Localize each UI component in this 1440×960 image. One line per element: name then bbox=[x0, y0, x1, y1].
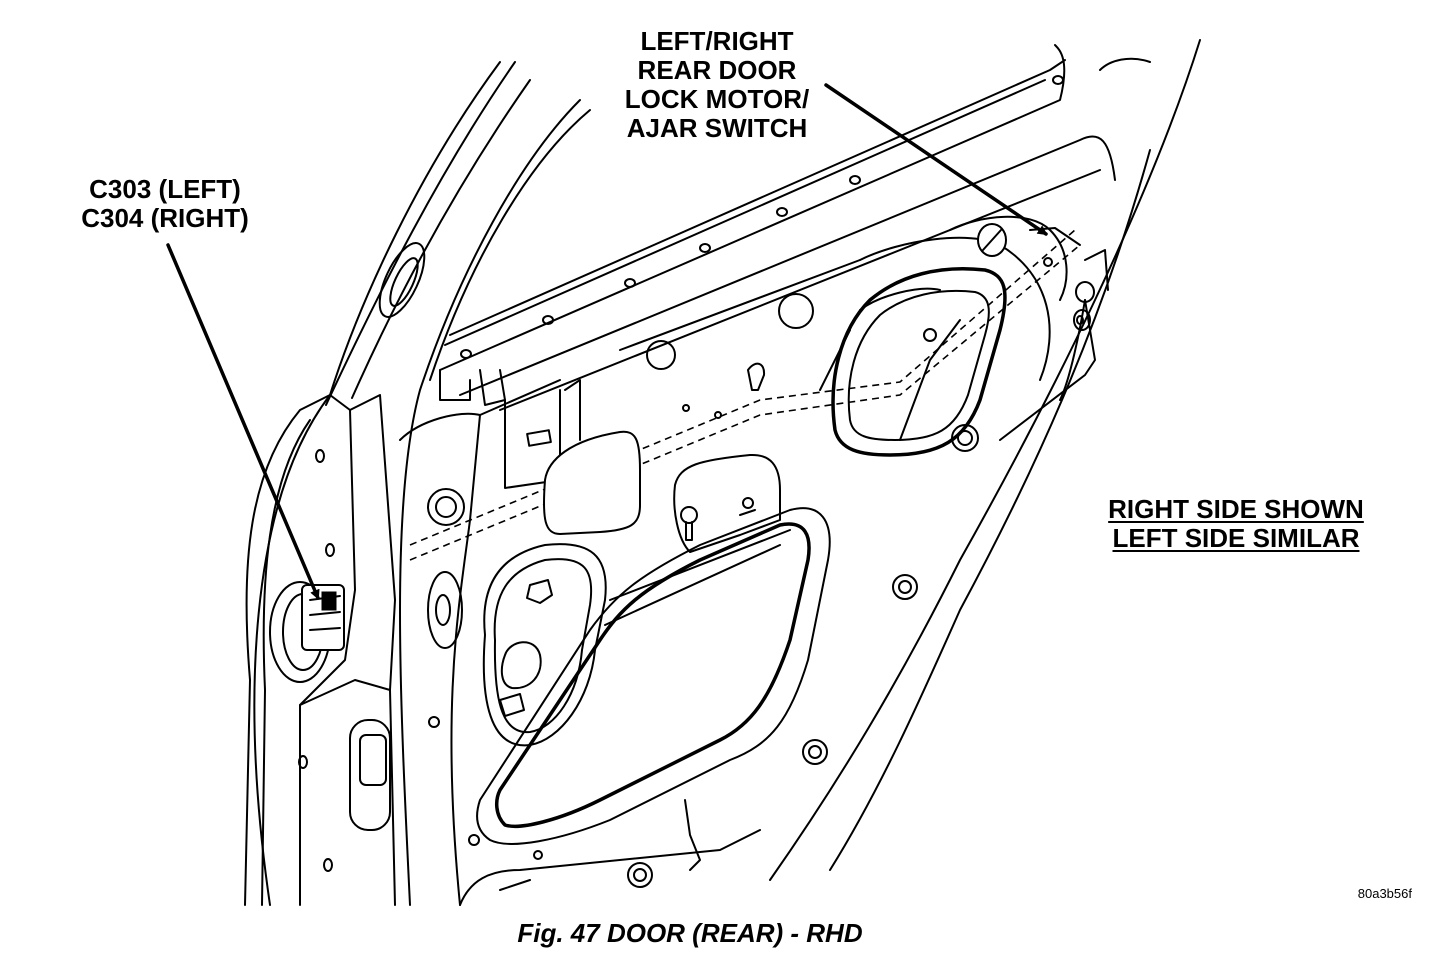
lower-access-opening bbox=[476, 507, 831, 845]
lock-motor-callout-line-1: LEFT/RIGHT bbox=[640, 26, 794, 56]
side-note-line-2: LEFT SIDE SIMILAR bbox=[1112, 523, 1360, 553]
window-belt-rails bbox=[439, 44, 1151, 489]
door-hinge-flange bbox=[244, 394, 396, 906]
figure-caption: Fig. 47 DOOR (REAR) - RHD bbox=[517, 918, 863, 948]
lock-motor-leader-line bbox=[824, 83, 1048, 236]
connector-callout-line-1: C303 (LEFT) bbox=[89, 174, 241, 204]
body-pillar-outline bbox=[253, 61, 591, 906]
lock-motor-callout-line-4: AJAR SWITCH bbox=[626, 113, 808, 143]
connector-leader-line bbox=[166, 243, 320, 600]
side-note-line-1: RIGHT SIDE SHOWN bbox=[1108, 494, 1364, 524]
harness-connector bbox=[269, 581, 345, 683]
connector-callout-line-2: C304 (RIGHT) bbox=[81, 203, 249, 233]
side-note-callout: RIGHT SIDE SHOWN LEFT SIDE SIMILAR bbox=[1095, 495, 1377, 553]
lock-motor-callout-line-3: LOCK MOTOR/ bbox=[624, 84, 810, 114]
lock-motor-callout-line-2: REAR DOOR bbox=[637, 55, 797, 85]
drawing-code: 80a3b56f bbox=[1357, 886, 1412, 901]
lock-motor-region bbox=[819, 223, 1081, 457]
access-openings bbox=[427, 293, 979, 888]
inner-door-panel bbox=[399, 215, 1081, 906]
connector-callout: C303 (LEFT) C304 (RIGHT) bbox=[55, 175, 275, 233]
door-lower-edge bbox=[459, 799, 761, 906]
lock-motor-callout: LEFT/RIGHT REAR DOOR LOCK MOTOR/ AJAR SW… bbox=[602, 27, 832, 143]
door-rear-edge bbox=[769, 39, 1201, 881]
